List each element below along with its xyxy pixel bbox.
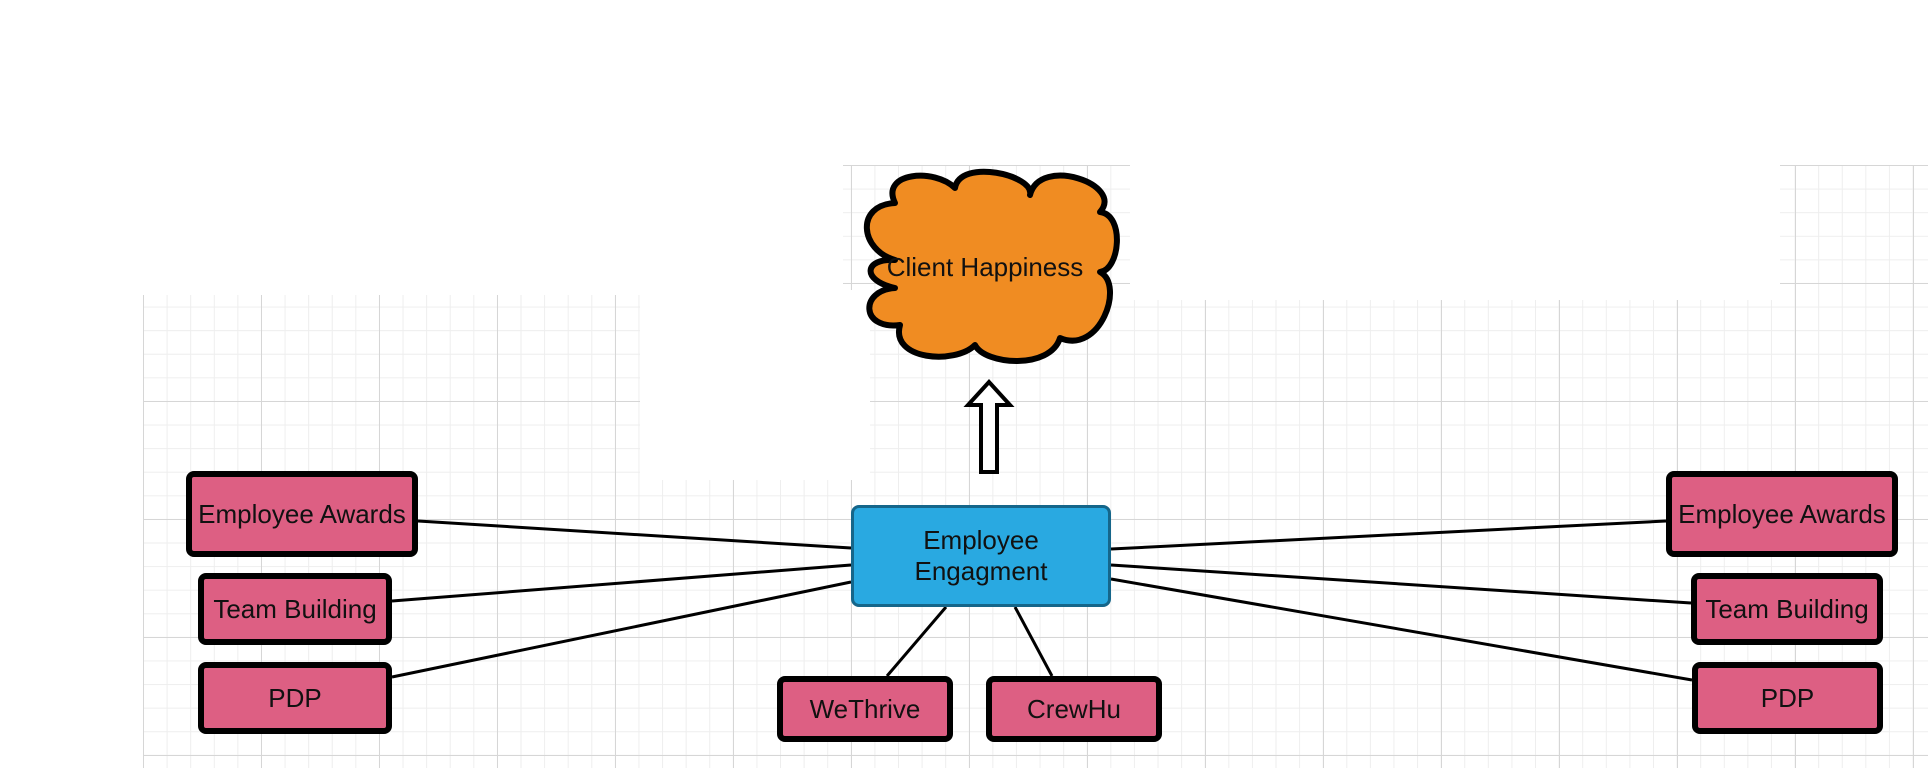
connector-right-team-building: [1110, 563, 1692, 605]
up-arrow-icon: [963, 379, 1015, 474]
connector-left-pdp: [391, 580, 852, 679]
right-node-team-building: Team Building: [1691, 573, 1883, 645]
right-node-employee-awards: Employee Awards: [1666, 471, 1898, 557]
node-label: Employee Awards: [1678, 498, 1886, 529]
left-node-employee-awards: Employee Awards: [186, 471, 418, 557]
connector-crewhu: [1013, 606, 1054, 677]
bottom-node-crewhu: CrewHu: [986, 676, 1162, 742]
node-label: WeThrive: [809, 693, 921, 724]
center-node-label: Employee Engagment: [914, 525, 1048, 586]
node-label: PDP: [1760, 682, 1815, 713]
goal-label: Client Happiness: [886, 252, 1084, 282]
node-label: Employee Awards: [198, 498, 406, 529]
connector-left-team-building: [391, 563, 852, 603]
node-label: CrewHu: [1027, 693, 1121, 724]
node-label: PDP: [268, 682, 322, 713]
connector-wethrive: [885, 606, 948, 677]
center-node: Employee Engagment: [851, 505, 1111, 607]
connector-right-awards: [1110, 519, 1667, 551]
bottom-node-wethrive: WeThrive: [777, 676, 953, 742]
node-label: Team Building: [213, 593, 377, 624]
left-node-team-building: Team Building: [198, 573, 392, 645]
connector-right-pdp: [1110, 577, 1693, 682]
goal-cloud: [863, 168, 1120, 364]
connector-left-awards: [417, 519, 852, 550]
left-node-pdp: PDP: [198, 662, 392, 734]
blank-region: [143, 165, 843, 295]
node-label: Team Building: [1705, 593, 1869, 624]
blank-region: [640, 290, 870, 480]
blank-region: [1130, 165, 1780, 300]
right-node-pdp: PDP: [1692, 662, 1883, 734]
